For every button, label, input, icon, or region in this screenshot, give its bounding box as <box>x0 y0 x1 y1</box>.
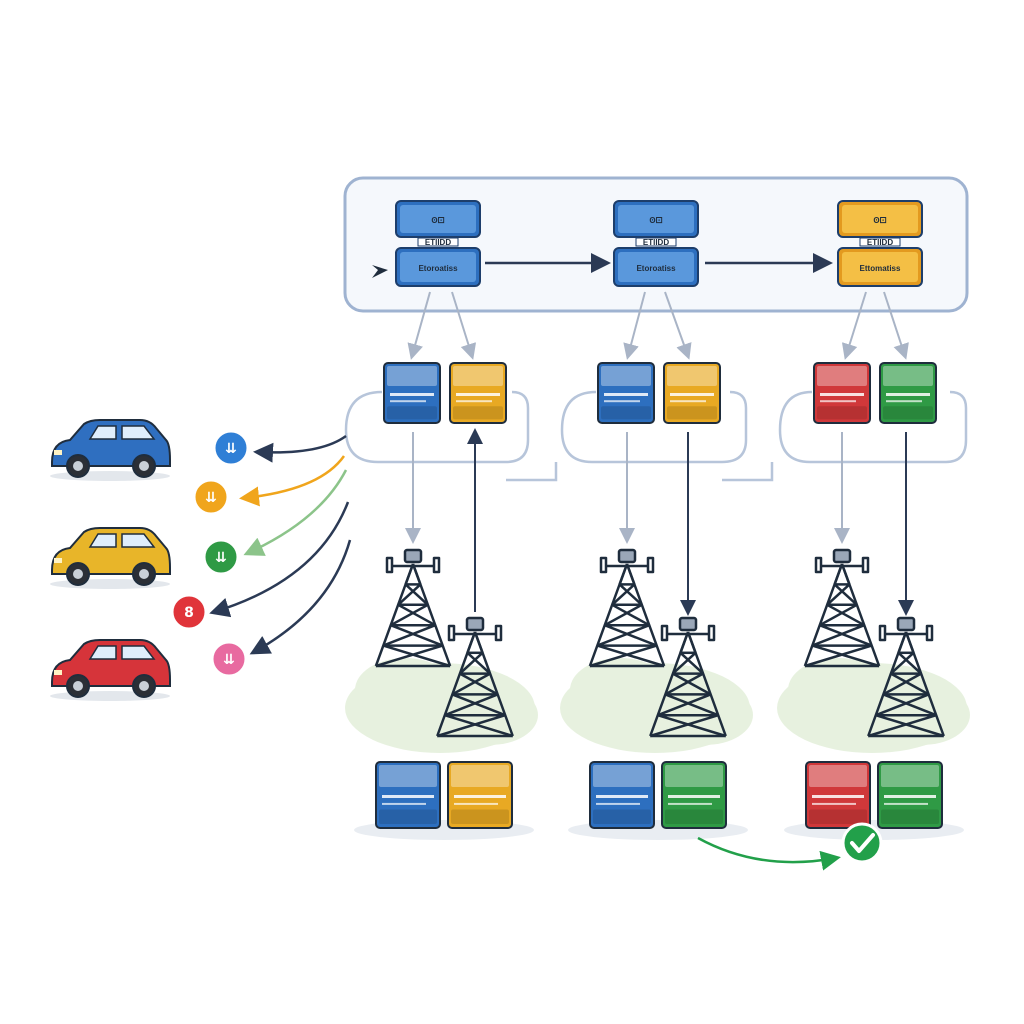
edge-server-1-b <box>449 362 507 424</box>
controller-icon-label: ʘ⚀ <box>649 216 662 225</box>
cell-tower-2 <box>436 616 514 738</box>
cell-tower-5 <box>803 548 881 668</box>
edge-server-3-a <box>813 362 871 424</box>
controller-sub-label: ETIIDD <box>867 238 893 247</box>
edge-server-3-b <box>879 362 937 424</box>
controller-main-label: Etoroatiss <box>418 264 458 273</box>
vehicle-signal-marker-3: ⇊ <box>202 538 240 576</box>
marker-glyph: ⇊ <box>215 550 227 566</box>
edge-server-2-b <box>663 362 721 424</box>
edge-vehicle-arrows <box>209 434 352 655</box>
vehicle-signal-marker-2: ⇊ <box>192 478 230 516</box>
ground-server-1-a <box>375 761 441 829</box>
ground-server-2-b <box>661 761 727 829</box>
vehicle-signal-marker-5: ⇊ <box>210 640 248 678</box>
marker-glyph: ⇊ <box>225 441 237 457</box>
ground-server-1-b <box>447 761 513 829</box>
cell-tower-4 <box>649 616 727 738</box>
ground-server-2-a <box>589 761 655 829</box>
controller-input-marker <box>372 265 388 278</box>
ground-server-3-a <box>805 761 871 829</box>
controller-icon-label: ʘ⚀ <box>873 216 886 225</box>
marker-glyph: ⇊ <box>205 490 217 506</box>
vehicle-signal-marker-4: 8 <box>170 593 208 631</box>
controller-node-3: ʘ⚀ ETIIDD Ettomatiss <box>837 200 923 287</box>
vehicle-2 <box>50 527 171 589</box>
controller-main-label: Etoroatiss <box>636 264 676 273</box>
cell-tower-1 <box>374 548 452 668</box>
marker-glyph: ⇊ <box>223 652 235 668</box>
handover-arrow <box>697 836 841 871</box>
ground-server-3-b <box>877 761 943 829</box>
marker-glyph: 8 <box>184 605 194 621</box>
vehicle-1 <box>50 419 171 481</box>
cell-tower-6 <box>867 616 945 738</box>
vehicle-3 <box>50 639 171 701</box>
ground-clouds <box>345 658 970 753</box>
controller-icon-label: ʘ⚀ <box>431 216 444 225</box>
controller-sub-label: ETIIDD <box>425 238 451 247</box>
edge-server-1-a <box>383 362 441 424</box>
check-icon <box>841 822 883 864</box>
vehicle-signal-marker-1: ⇊ <box>212 429 250 467</box>
controller-node-2: ʘ⚀ ETIIDD Etoroatiss <box>613 200 699 287</box>
edge-server-2-a <box>597 362 655 424</box>
cell-tower-3 <box>588 548 666 668</box>
edge-bracket-outlines <box>344 390 968 482</box>
controller-sub-label: ETIIDD <box>643 238 669 247</box>
edge-tower-arrows <box>405 428 914 616</box>
controller-node-1: ʘ⚀ ETIIDD Etoroatiss <box>395 200 481 287</box>
controller-main-label: Ettomatiss <box>860 264 901 273</box>
controller-edge-arrows <box>407 291 909 360</box>
